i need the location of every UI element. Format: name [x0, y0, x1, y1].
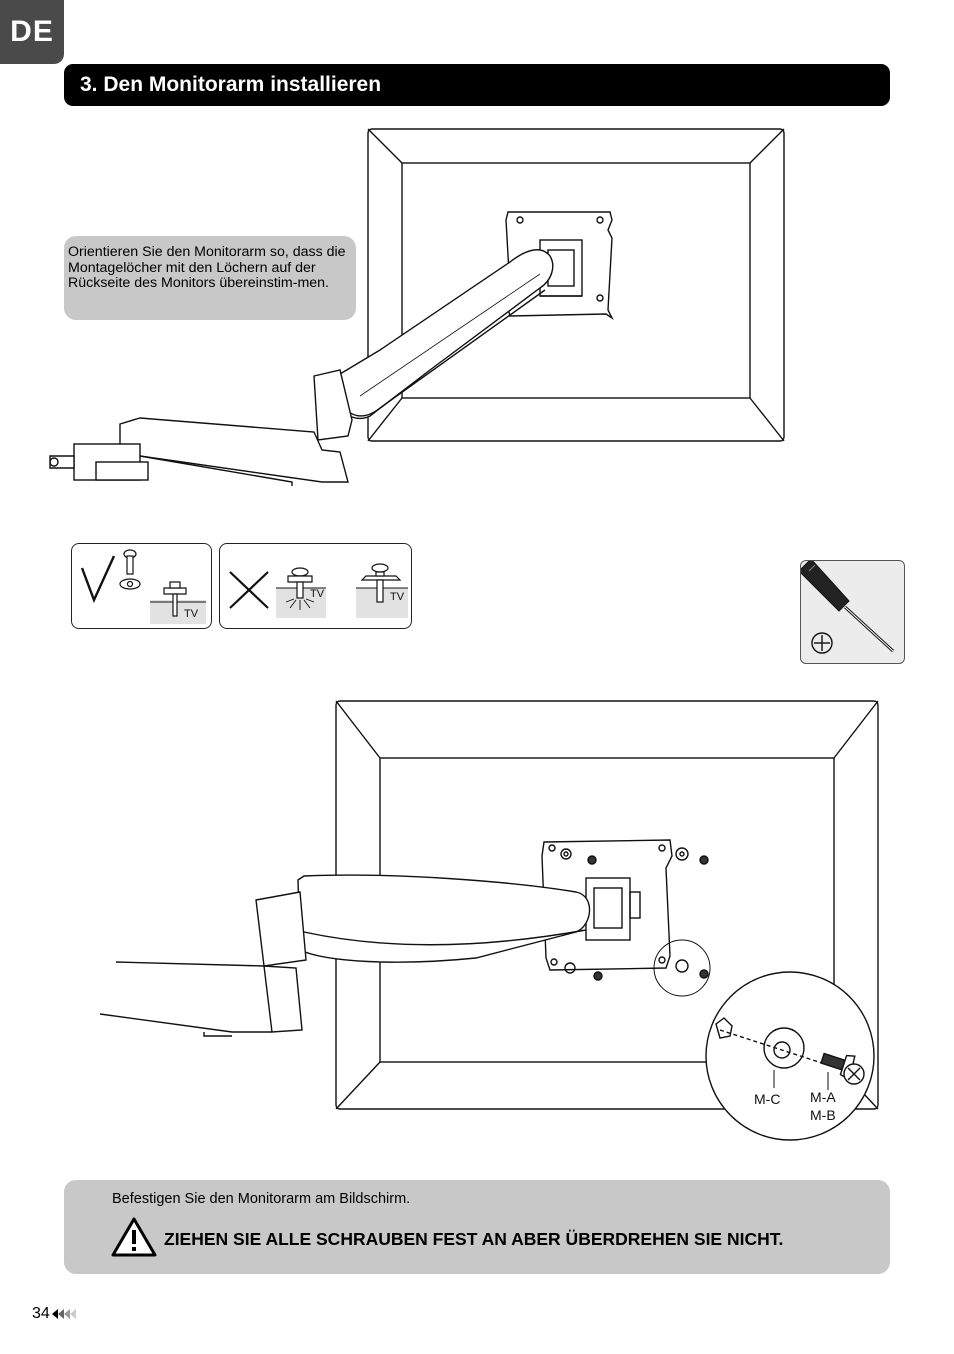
instruction-box: Befestigen Sie den Monitorarm am Bildsch…	[64, 1180, 890, 1274]
tv-label-1: TV	[310, 588, 325, 600]
phillips-head-icon	[811, 632, 833, 654]
warning-icon	[111, 1217, 157, 1257]
section-title: 3. Den Monitorarm installieren	[80, 73, 382, 96]
correct-screw-diagram: TV	[71, 543, 212, 629]
language-tab: DE	[0, 0, 64, 64]
tv-label-2: TV	[390, 591, 405, 603]
tv-label: TV	[184, 608, 199, 620]
page-arrows-icon	[52, 1309, 76, 1319]
phillips-screwdriver-icon	[798, 558, 895, 653]
part-label-washer: M-C	[754, 1091, 780, 1107]
page-number: 34	[32, 1305, 50, 1322]
monitor-arm-attachment-illustration: M-C M-A M-B	[99, 700, 879, 1141]
part-label-screw-2: M-B	[810, 1107, 836, 1123]
warning-text: ZIEHEN SIE ALLE SCHRAUBEN FEST AN ABER Ü…	[164, 1229, 784, 1249]
part-label-screw-1: M-A	[810, 1089, 836, 1105]
tool-box	[798, 558, 905, 664]
check-icon	[80, 555, 116, 604]
cross-icon	[229, 571, 269, 609]
orientation-callout: Orientieren Sie den Monitorarm so, dass …	[64, 236, 356, 320]
section-title-bar: 3. Den Monitorarm installieren	[64, 64, 890, 106]
monitor-arm-alignment-illustration	[49, 128, 785, 486]
incorrect-screw-diagram: TV TV	[219, 543, 412, 629]
instruction-note: Befestigen Sie den Monitorarm am Bildsch…	[112, 1191, 411, 1207]
screw-icon	[119, 549, 141, 590]
